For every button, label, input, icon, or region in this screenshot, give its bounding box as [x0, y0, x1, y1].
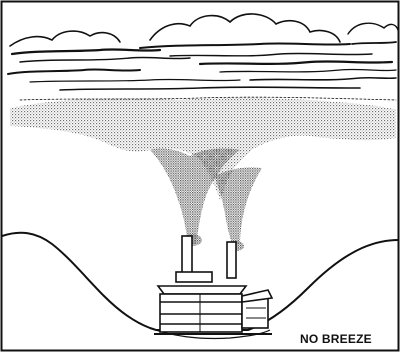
chimney-left: [182, 236, 192, 276]
chimney-right: [227, 242, 236, 278]
diagram-caption: NO BREEZE: [300, 332, 372, 346]
